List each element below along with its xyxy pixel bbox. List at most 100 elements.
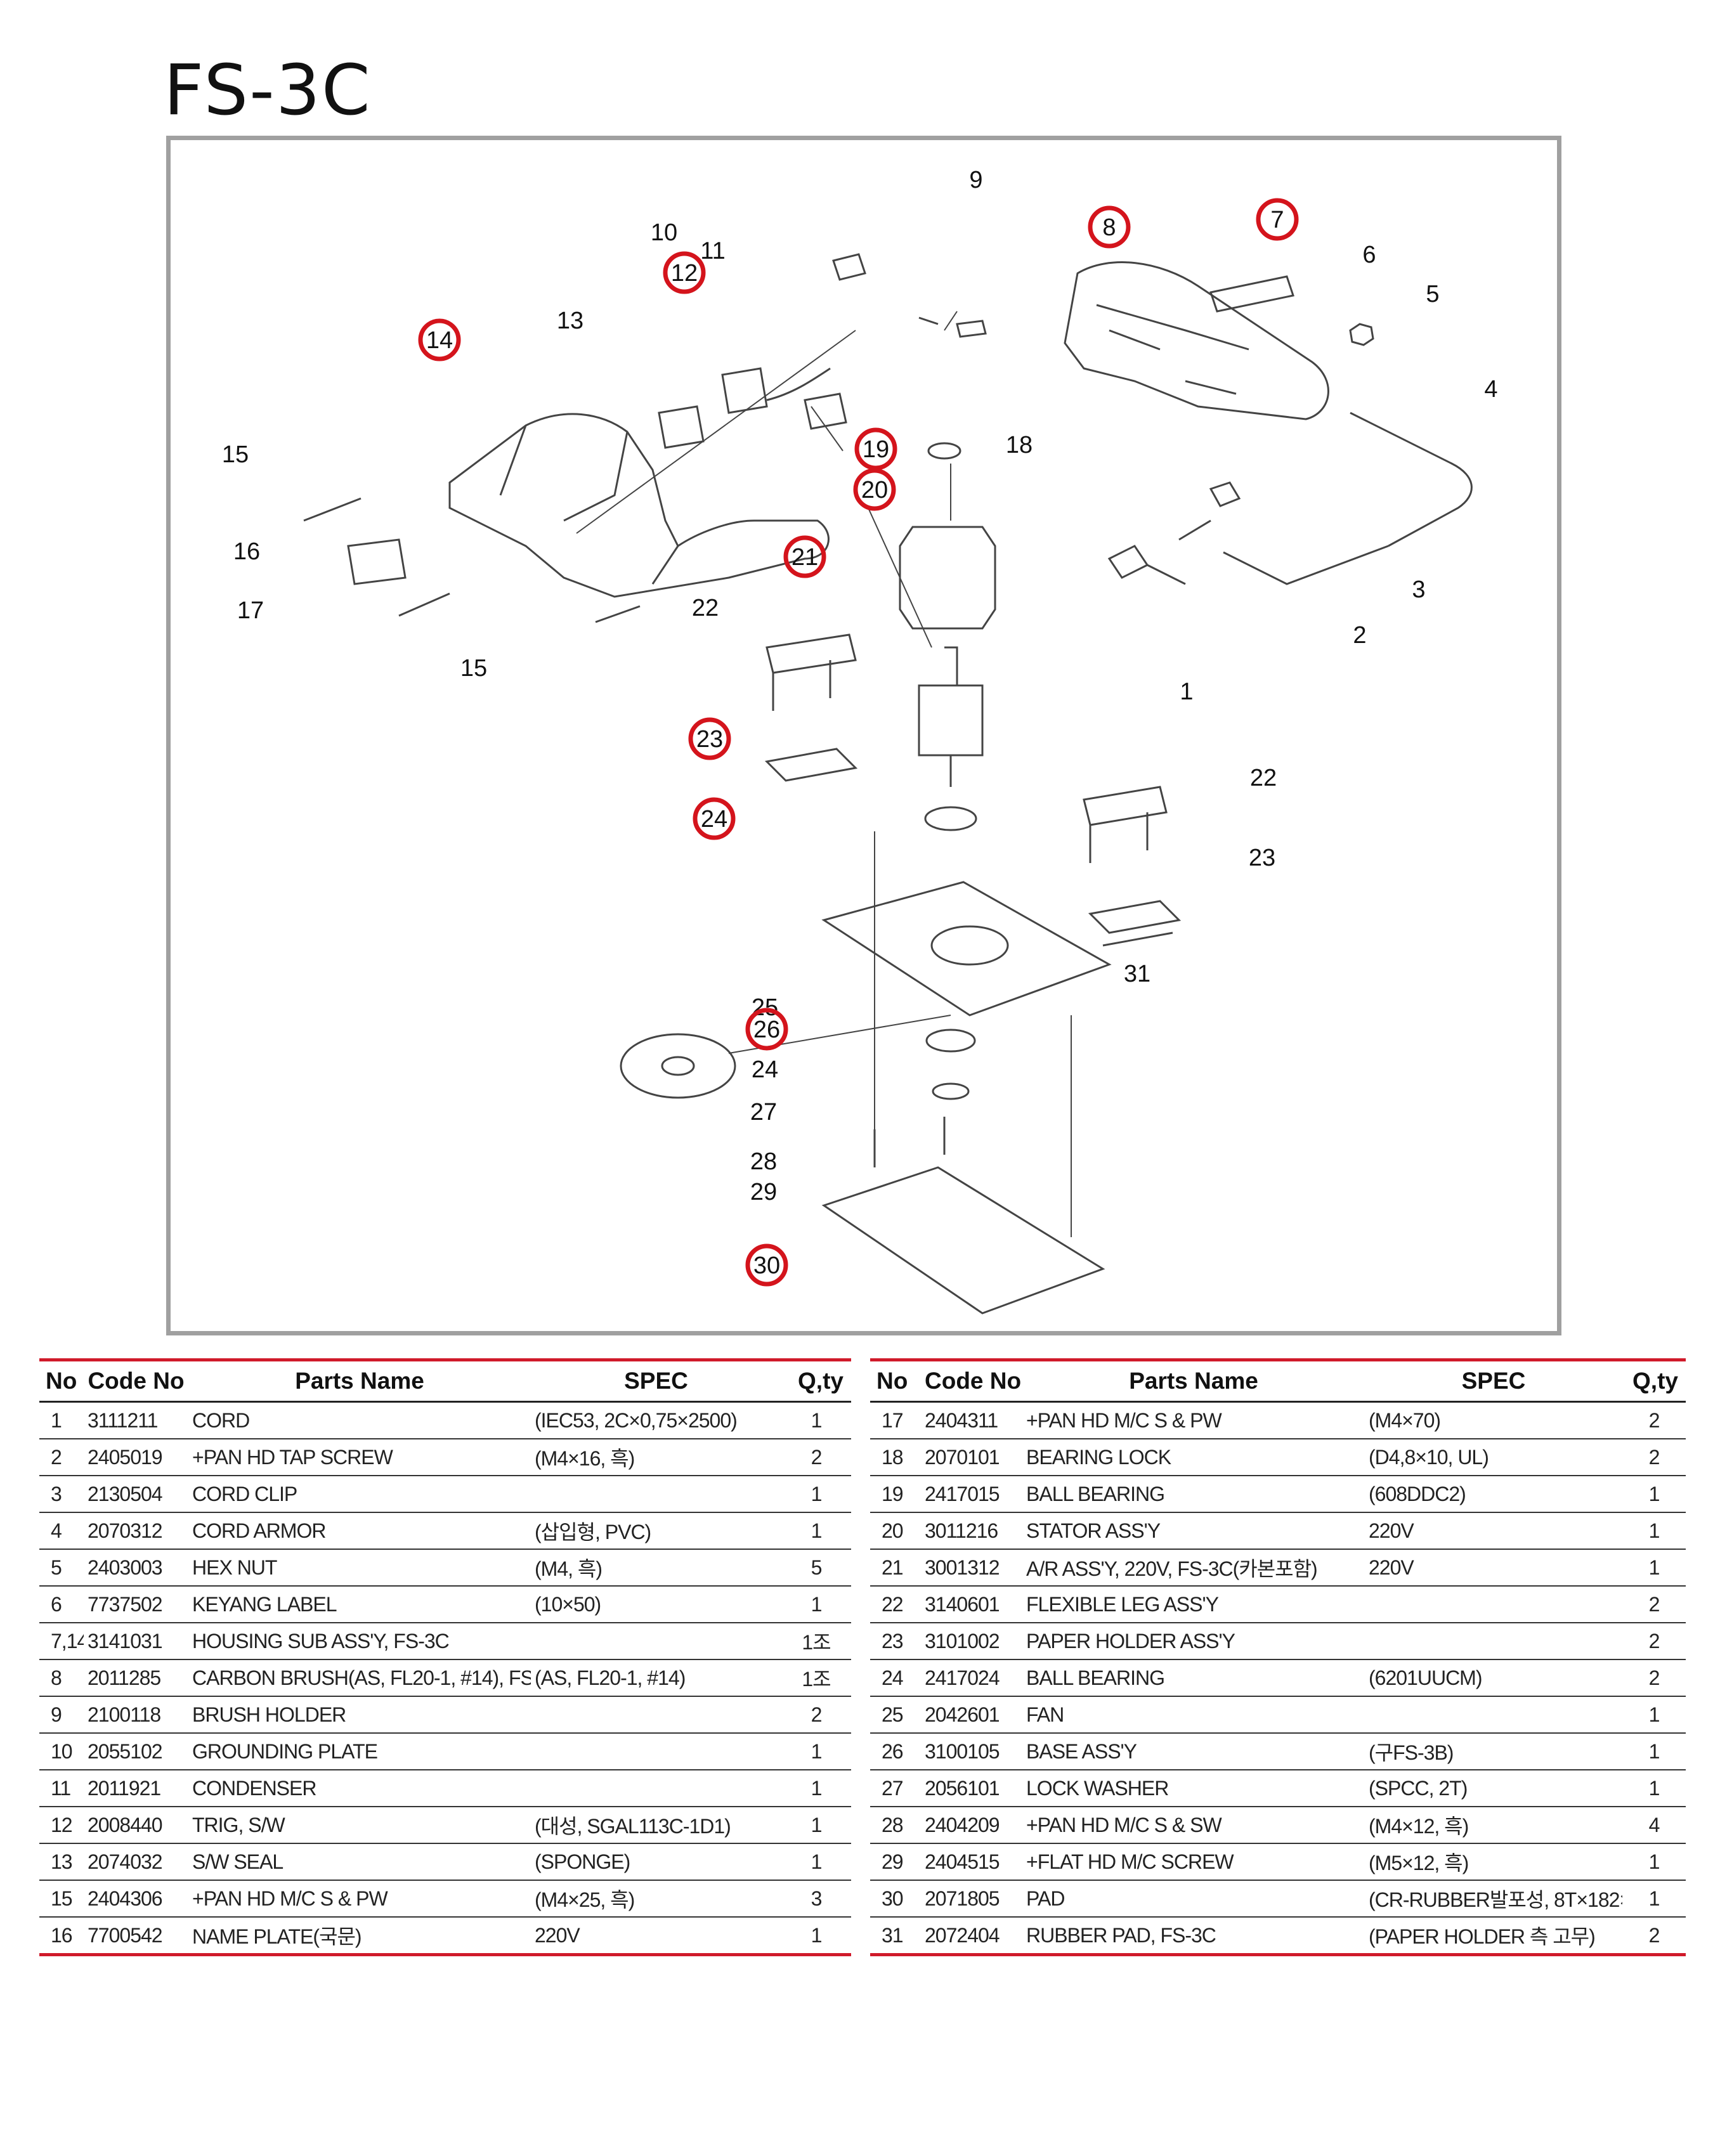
hex-nut-part [1349, 323, 1374, 346]
cell-parts-name: +FLAT HD M/C SCREW [1022, 1843, 1365, 1881]
switch-seal-part [658, 405, 705, 449]
col-header-parts-name: Parts Name [188, 1360, 531, 1403]
cell-qty: 1 [781, 1807, 851, 1844]
callout-circle [745, 1244, 788, 1287]
part-callout-label: 5 [1426, 281, 1439, 308]
cell-spec: (구FS-3B) [1365, 1733, 1622, 1770]
cell-qty: 1 [1622, 1880, 1686, 1918]
paper-holder-left-part [764, 748, 858, 782]
cell-code-no: 3141031 [84, 1623, 188, 1660]
part-callout-label: 21 [792, 544, 818, 571]
cell-spec: (M5×12, 흑) [1365, 1843, 1622, 1881]
brush-holder-part [832, 253, 866, 281]
pad-part [821, 1166, 1105, 1315]
cell-qty: 1 [781, 1586, 851, 1623]
cell-parts-name: KEYANG LABEL [188, 1586, 531, 1623]
col-header-qty: Q,ty [781, 1360, 851, 1403]
part-callout-label: 1 [1180, 679, 1193, 705]
cell-no: 5 [39, 1549, 84, 1587]
cell-no: 4 [39, 1512, 84, 1550]
lower-housing-part [448, 413, 830, 598]
callout-circle [418, 318, 461, 361]
col-header-spec: SPEC [1365, 1360, 1622, 1403]
cell-qty: 1 [811, 1923, 823, 1947]
col-header-parts-name: Parts Name [1022, 1360, 1365, 1403]
cell-code-no: 2071805 [921, 1880, 1022, 1918]
part-callout-label: 26 [753, 1016, 780, 1043]
cell-qty: 1조 [781, 1659, 851, 1697]
fan-part [620, 1033, 736, 1099]
upper-housing-part [1064, 261, 1329, 420]
name-plate-part [347, 538, 407, 585]
cell-qty: 1 [1622, 1733, 1686, 1770]
part-callout-label: 13 [557, 308, 583, 334]
cell-qty: 1 [1622, 1476, 1686, 1513]
keyang-label-part [1209, 275, 1294, 313]
cell-no: 12 [39, 1807, 84, 1844]
cell-spec [1365, 1623, 1622, 1660]
cell-qty: 1 [781, 1401, 851, 1439]
paper-holder-right-part [1088, 900, 1182, 947]
col-header-no: No [39, 1360, 84, 1403]
cell-qty: 1 [781, 1512, 851, 1550]
cell-qty: 2 [781, 1696, 851, 1734]
callout-circle [688, 717, 731, 760]
cell-code-no: 2070312 [84, 1512, 188, 1550]
cell-parts-name: CARBON BRUSH(AS, FL20-1, #14), FS-3C [188, 1659, 531, 1697]
col-header-spec: SPEC [531, 1360, 781, 1403]
ball-bearing-24-upper-part [924, 806, 977, 831]
cell-no: 16 [51, 1923, 73, 1947]
part-callout-label: 15 [460, 655, 487, 682]
cell-qty: 1조 [781, 1623, 851, 1660]
cell-spec: (M4, 흑) [531, 1549, 781, 1587]
part-callout-label: 28 [750, 1148, 777, 1175]
cell-code-no: 2056101 [921, 1770, 1022, 1807]
cell-no: 25 [870, 1696, 921, 1734]
cell-code-no: 2070101 [921, 1439, 1022, 1476]
cell-code-no: 2405019 [84, 1439, 188, 1476]
part-callout-label: 3 [1412, 576, 1425, 603]
cell-no: 7,14 [39, 1623, 84, 1660]
cell-parts-name: CORD ARMOR [188, 1512, 531, 1550]
cell-spec: 220V [535, 1923, 580, 1947]
callout-circle [693, 797, 736, 840]
cell-no: 11 [39, 1770, 84, 1807]
cell-spec: (대성, SGAL113C-1D1) [531, 1807, 781, 1844]
cell-parts-name: FAN [1022, 1696, 1365, 1734]
cell-no: 20 [870, 1512, 921, 1550]
table-header-row: No Code No Parts Name SPEC Q,ty [39, 1360, 851, 1403]
cell-qty: 1 [1622, 1512, 1686, 1550]
cell-no: 1 [39, 1401, 84, 1439]
cell-no: 24 [870, 1659, 921, 1697]
col-header-qty: Q,ty [1622, 1360, 1686, 1403]
cell-parts-name: GROUNDING PLATE [188, 1733, 531, 1770]
cell-spec: (IEC53, 2C×0,75×2500) [531, 1401, 781, 1439]
cell-code-no: 3111211 [84, 1401, 188, 1439]
cell-code-no: 3001312 [921, 1549, 1022, 1587]
cell-parts-name: +PAN HD TAP SCREW [188, 1439, 531, 1476]
cell-qty: 1 [1622, 1696, 1686, 1734]
cell-no: 9 [39, 1696, 84, 1734]
cell-code-no: 2072404 [925, 1923, 1000, 1947]
cell-parts-name: NAME PLATE(국문) [192, 1925, 362, 1948]
base-part [821, 881, 1112, 1016]
cell-code-no: 2130504 [84, 1476, 188, 1513]
cell-no: 18 [870, 1439, 921, 1476]
cell-no: 21 [870, 1549, 921, 1587]
cell-code-no: 2055102 [84, 1733, 188, 1770]
cell-code-no: 3101002 [921, 1623, 1022, 1660]
part-callout-label: 8 [1102, 214, 1116, 241]
cell-code-no: 3011216 [921, 1512, 1022, 1550]
armature-part [918, 646, 984, 787]
cell-parts-name: PAPER HOLDER ASS'Y [1022, 1623, 1365, 1660]
cell-no: 22 [870, 1586, 921, 1623]
cell-qty: 1 [1622, 1843, 1686, 1881]
cell-code-no: 2100118 [84, 1696, 188, 1734]
